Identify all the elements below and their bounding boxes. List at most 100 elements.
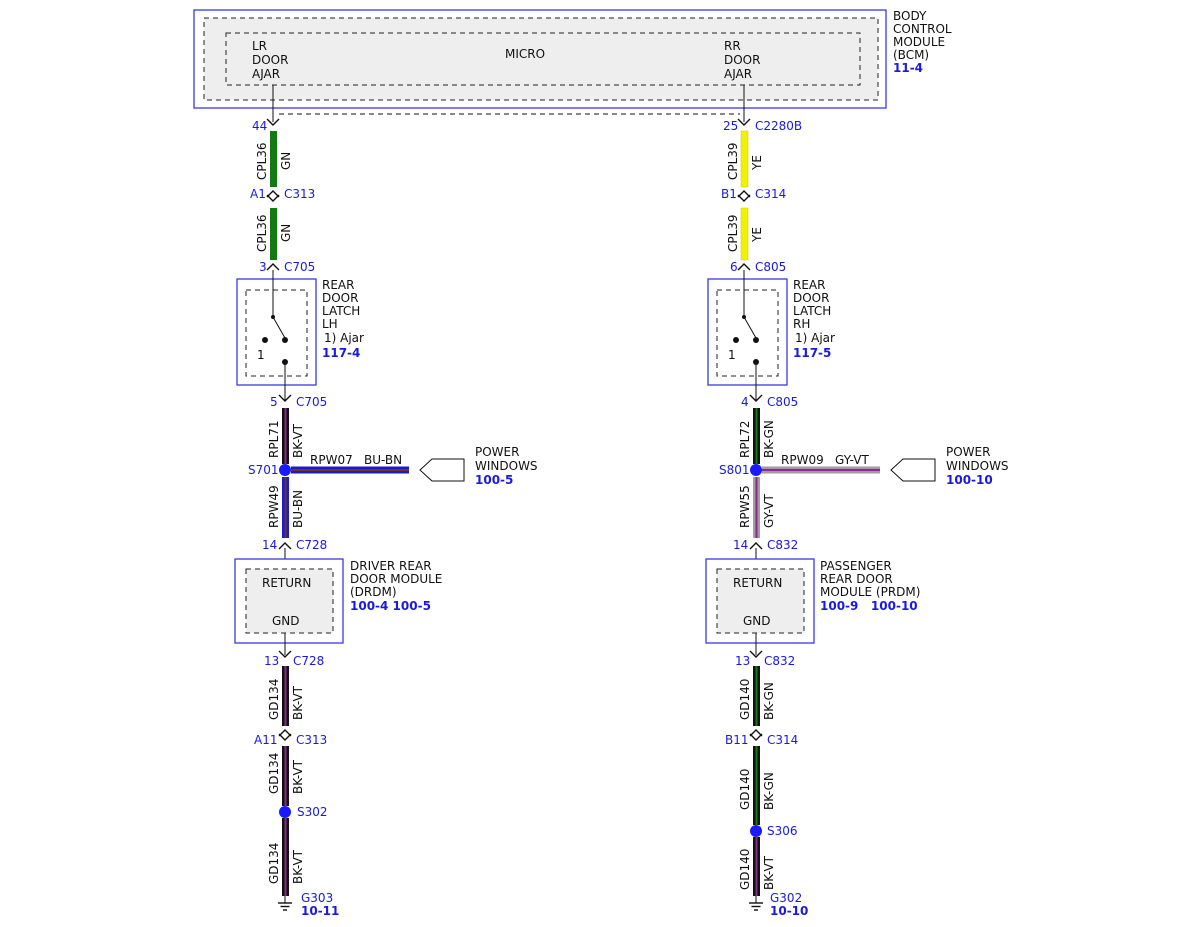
right-wire2-color: YE [750,227,764,243]
left-c313b-pin: A11 [254,733,277,747]
bcm-left-pin-line2: DOOR [252,53,288,67]
bcm-right-pin-line1: RR [724,39,741,53]
right-latch-top-pin: 6 [730,260,738,274]
bcm-micro-label: MICRO [505,47,545,61]
left-wire7-circuit: GD134 [267,843,281,884]
left-bcm-pin: 44 [252,119,267,133]
right-pw-ref: 100-10 [946,473,993,487]
right-splice2-label: S306 [767,824,798,838]
left-wire3-circuit: RPL71 [267,420,281,458]
right-mod-top-conn: C832 [767,538,798,552]
right-wire6-circuit: GD140 [738,769,752,810]
right-latch-line4: RH [793,317,810,331]
right-splice-s801 [750,464,762,476]
right-bcm-conn: C2280B [755,119,802,133]
right-mod-line1: PASSENGER [820,559,892,573]
bcm-left-pin-line1: LR [252,39,267,53]
right-c314b-pin: B11 [725,733,749,747]
right-wire1-circuit: CPL39 [726,142,740,180]
bcm-name-line2: CONTROL [893,22,952,36]
left-branch-color: BU-BN [364,453,402,467]
right-ground-icon [749,896,763,911]
left-pw-ref: 100-5 [475,473,513,487]
left-power-windows-connector [419,458,465,482]
left-wire6-circuit: GD134 [267,753,281,794]
right-mod-line3: MODULE (PRDM) [820,585,920,599]
left-latch-line1: REAR [322,278,354,292]
left-wire3-color: BK-VT [291,423,305,458]
left-latch-note: 1) Ajar [324,331,364,345]
right-c314b: C314 [767,733,798,747]
right-wire6-color: BK-GN [762,772,776,810]
left-mod-bot-pin: 13 [264,654,279,668]
left-splice-s302 [279,806,291,818]
right-bcm-pin: 25 [723,119,738,133]
bcm-right-pin-line3: AJAR [724,67,752,81]
right-c314: C314 [755,187,786,201]
left-branch-circuit: RPW07 [310,453,353,467]
right-mod-line2: REAR DOOR [820,572,893,586]
right-latch-line1: REAR [793,278,825,292]
left-ground-icon [278,896,292,911]
right-wire1 [740,130,749,188]
left-c313-pin: A1 [250,187,266,201]
bcm-right-pin-line2: DOOR [724,53,760,67]
bcm-module: MICRO LR DOOR AJAR RR DOOR AJAR BODY CON… [193,9,952,122]
left-splice-s701 [279,464,291,476]
left-wire6-color: BK-VT [291,759,305,794]
left-c313: C313 [284,187,315,201]
left-wire7-color: BK-VT [291,849,305,884]
left-latch-ref: 117-4 [322,346,360,360]
right-latch-line2: DOOR [793,291,829,305]
right-latch-bot-conn: C805 [767,395,798,409]
bcm-name-line1: BODY [893,9,927,23]
right-wire3-circuit: RPL72 [738,420,752,458]
left-wire1-circuit: CPL36 [255,142,269,180]
left-latch-line2: DOOR [322,291,358,305]
right-mod-return: RETURN [733,576,782,590]
right-latch-ref: 117-5 [793,346,831,360]
right-wire3-color: BK-GN [762,420,776,458]
right-latch-line3: LATCH [793,304,831,318]
right-wire4-color: GY-VT [762,494,776,528]
right-wire2-circuit: CPL39 [726,214,740,252]
right-circuit: 25 C2280B CPL39 YE B1 C314 CPL39 YE 6 C8… [705,118,1009,918]
right-wire5-color: BK-GN [762,682,776,720]
left-splice2-label: S302 [297,805,328,819]
right-power-windows-connector [890,458,936,482]
left-pw-line2: WINDOWS [475,459,538,473]
bcm-ref: 11-4 [893,61,923,75]
left-ground-ref: 10-11 [301,904,339,918]
right-latch-switch-num: 1 [728,348,736,362]
left-mod-line2: DOOR MODULE [350,572,442,586]
left-mod-line3: (DRDM) [350,585,397,599]
right-ground-label: G302 [770,891,802,905]
right-mod-refs: 100-9 100-10 [820,599,918,613]
right-splice-s306 [750,825,762,837]
left-wire1-color: GN [279,152,293,170]
left-mod-top-conn: C728 [296,538,327,552]
left-mod-bot-conn: C728 [293,654,324,668]
right-wire1-color: YE [750,155,764,171]
left-wire4-circuit: RPW49 [267,485,281,528]
left-wire2 [270,208,277,260]
right-mod-bot-conn: C832 [764,654,795,668]
left-latch-top-conn: C705 [284,260,315,274]
right-wire4-circuit: RPW55 [738,485,752,528]
right-wire7-circuit: GD140 [738,849,752,890]
left-mod-refs: 100-4 100-5 [350,599,431,613]
left-splice-label: S701 [248,463,279,477]
right-latch-top-conn: C805 [755,260,786,274]
left-wire4-color: BU-BN [291,490,305,528]
right-branch-color: GY-VT [835,453,869,467]
left-mod-gnd: GND [272,614,300,628]
right-pw-line1: POWER [946,445,990,459]
left-latch-bot-conn: C705 [296,395,327,409]
left-wire2-color: GN [279,224,293,242]
left-mod-line1: DRIVER REAR [350,559,432,573]
right-pw-line2: WINDOWS [946,459,1009,473]
bcm-left-pin-line3: AJAR [252,67,280,81]
right-mod-top-pin: 14 [733,538,748,552]
bcm-name-line3: MODULE [893,35,945,49]
right-branch-circuit: RPW09 [781,453,824,467]
